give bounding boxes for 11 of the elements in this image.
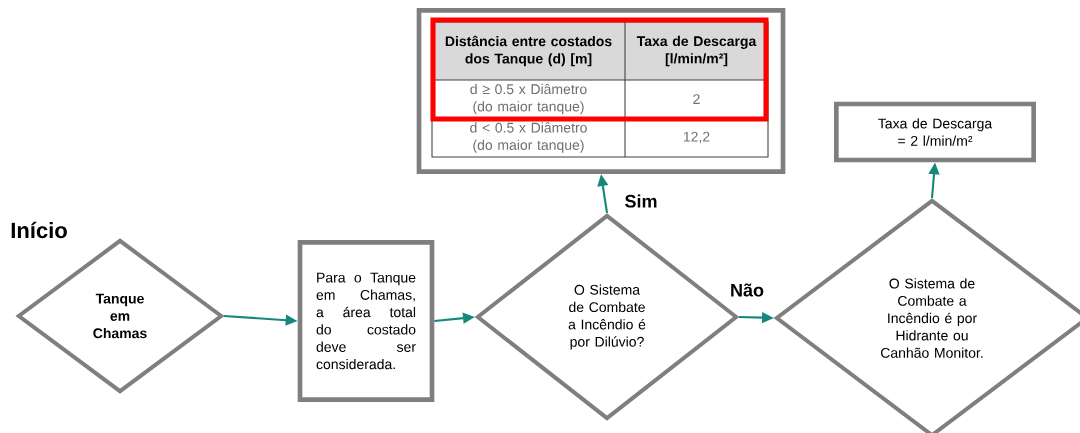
heading: Início xyxy=(11,221,67,239)
table-frame xyxy=(416,8,786,174)
table-cell: 2 xyxy=(693,94,700,104)
process-box: Taxa de Descarga = 2 l/min/m² xyxy=(834,101,1036,163)
table-cell: d ≥ 0.5 x Diâmetro (do maior tanque) xyxy=(470,83,587,115)
table-cell: Distância entre costados dos Tanque (d) [m] xyxy=(445,35,612,67)
table-cell: Taxa de Descarga [l/min/m²] xyxy=(636,35,757,67)
table-cell: d < 0.5 x Diâmetro (do maior tanque) xyxy=(470,122,587,153)
edge-label: Sim xyxy=(623,193,659,209)
process-box: Para o Tanque em Chamas, a área total do costado deve ser considerada. xyxy=(297,240,435,402)
table-cell: 12,2 xyxy=(683,131,710,144)
